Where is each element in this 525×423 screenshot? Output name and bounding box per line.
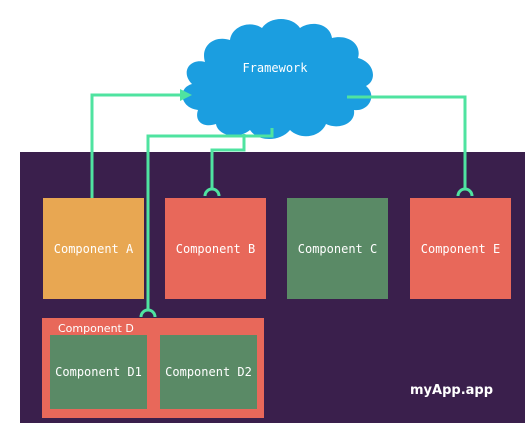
component-d2-label: Component D2 [165, 365, 252, 379]
component-d1: Component D1 [50, 335, 147, 409]
component-c: Component C [287, 198, 388, 299]
app-label: myApp.app [410, 383, 494, 398]
component-e-label: Component E [420, 241, 501, 256]
component-d2: Component D2 [160, 335, 257, 409]
component-d1-label: Component D1 [55, 365, 142, 379]
framework-label: Framework [242, 61, 308, 75]
component-a: Component A [43, 198, 144, 299]
component-d-label: Component D [58, 322, 134, 335]
component-b-label: Component B [175, 241, 256, 256]
component-b: Component B [165, 198, 266, 299]
component-a-label: Component A [53, 241, 134, 256]
component-c-label: Component C [297, 241, 378, 256]
component-e: Component E [410, 198, 511, 299]
